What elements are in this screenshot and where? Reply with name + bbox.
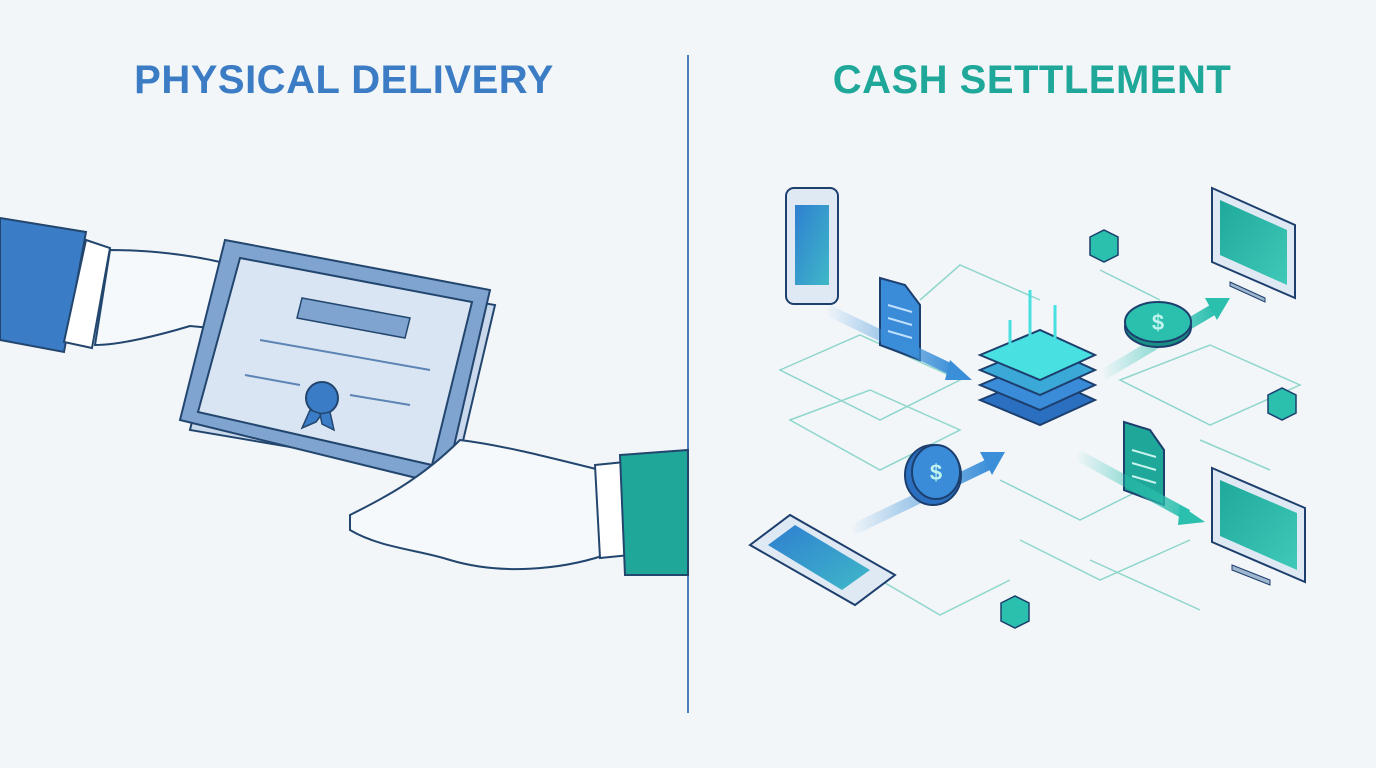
data-cubes bbox=[1000, 229, 1297, 629]
phone-icon bbox=[785, 187, 839, 305]
physical-delivery-title: PHYSICAL DELIVERY bbox=[134, 58, 554, 102]
server-stack-icon bbox=[977, 290, 1098, 427]
receiving-hand bbox=[349, 438, 689, 576]
svg-text:$: $ bbox=[1152, 310, 1164, 335]
panel-divider bbox=[687, 55, 689, 713]
cash-settlement-title: CASH SETTLEMENT bbox=[832, 58, 1232, 102]
dollar-coin-icon: $ bbox=[904, 444, 962, 506]
monitor-icon-bottom bbox=[1211, 466, 1306, 586]
smartphone-landscape-icon bbox=[748, 513, 897, 607]
monitor-icon-top bbox=[1211, 186, 1296, 303]
seal-ribbon-icon bbox=[305, 381, 339, 415]
certificate-stack bbox=[178, 238, 497, 487]
dollar-coin-icon: $ bbox=[1124, 301, 1192, 348]
svg-text:$: $ bbox=[930, 460, 942, 485]
